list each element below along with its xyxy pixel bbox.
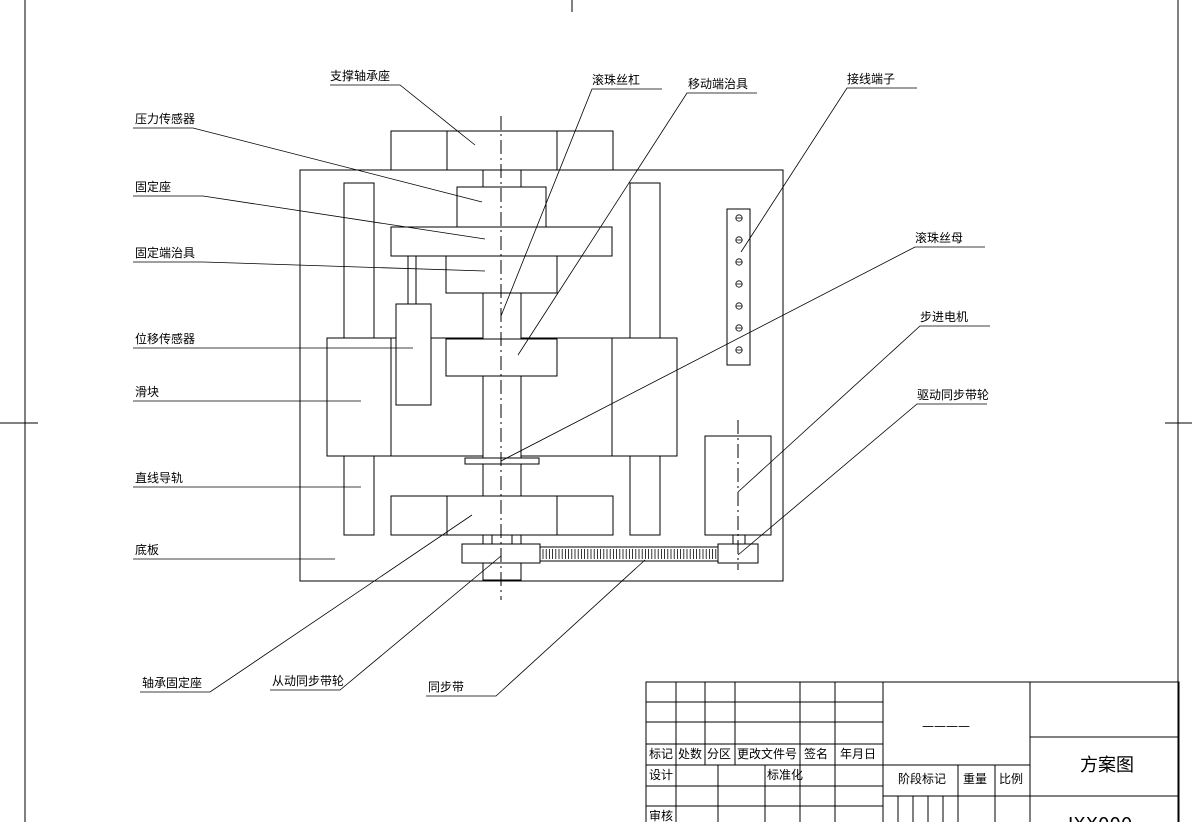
tb-header-zone: 分区 — [707, 747, 731, 761]
label-support-bearing-seat: 支撑轴承座 — [330, 68, 390, 83]
tb-standardization: 标准化 — [767, 768, 803, 782]
label-displacement-sensor: 位移传感器 — [135, 331, 195, 346]
label-pressure-sensor: 压力传感器 — [135, 111, 195, 126]
ball-screw-nut — [464, 457, 540, 465]
label-fixed-end-fixture: 固定端治具 — [135, 245, 195, 260]
label-drive-pulley: 驱动同步带轮 — [917, 388, 989, 402]
label-slider: 滑块 — [135, 385, 159, 399]
label-stepper-motor: 步进电机 — [920, 310, 968, 324]
tb-header-signature: 签名 — [804, 746, 828, 761]
leader-lines — [133, 84, 990, 697]
label-timing-belt: 同步带 — [428, 680, 464, 694]
tb-top-dash: ———— — [922, 719, 970, 733]
label-linear-guide: 直线导轨 — [135, 471, 183, 485]
tb-review: 审核 — [649, 808, 673, 822]
timing-belt — [539, 546, 719, 562]
tb-stage-mark: 阶段标记 — [898, 771, 946, 786]
label-bearing-fixed-seat: 轴承固定座 — [142, 675, 202, 690]
bearing-fixed-seat — [390, 495, 614, 536]
tb-design: 设计 — [649, 768, 673, 782]
tb-header-date: 年月日 — [840, 747, 876, 761]
label-terminal-block: 接线端子 — [847, 71, 895, 86]
tb-header-count: 处数 — [678, 746, 702, 761]
tb-weight: 重量 — [963, 772, 987, 786]
label-moving-end-fixture: 移动端治具 — [688, 77, 748, 91]
label-ball-screw: 滚珠丝杠 — [592, 72, 640, 87]
tb-scale: 比例 — [999, 772, 1023, 786]
terminal-block — [726, 208, 751, 366]
label-base-plate: 底板 — [135, 542, 159, 557]
label-driven-pulley: 从动同步带轮 — [272, 674, 344, 688]
label-ball-screw-nut: 滚珠丝母 — [915, 230, 963, 245]
label-fixed-seat: 固定座 — [135, 179, 171, 194]
part-labels: 支撑轴承座 压力传感器 固定座 固定端治具 位移传感器 滑块 直线导轨 底板 滚… — [135, 68, 989, 694]
displacement-sensor — [395, 255, 432, 406]
tb-header-change-doc: 更改文件号 — [737, 746, 797, 761]
title-block: 标记 处数 分区 更改文件号 签名 年月日 设计 标准化 审核 阶段标记 重量 … — [645, 681, 1180, 822]
tb-drawing-title: 方案图 — [1080, 755, 1134, 776]
support-bearing-seat — [390, 130, 614, 171]
tb-header-mark: 标记 — [649, 747, 673, 761]
tb-drawing-number: JXX000 — [1067, 814, 1132, 822]
